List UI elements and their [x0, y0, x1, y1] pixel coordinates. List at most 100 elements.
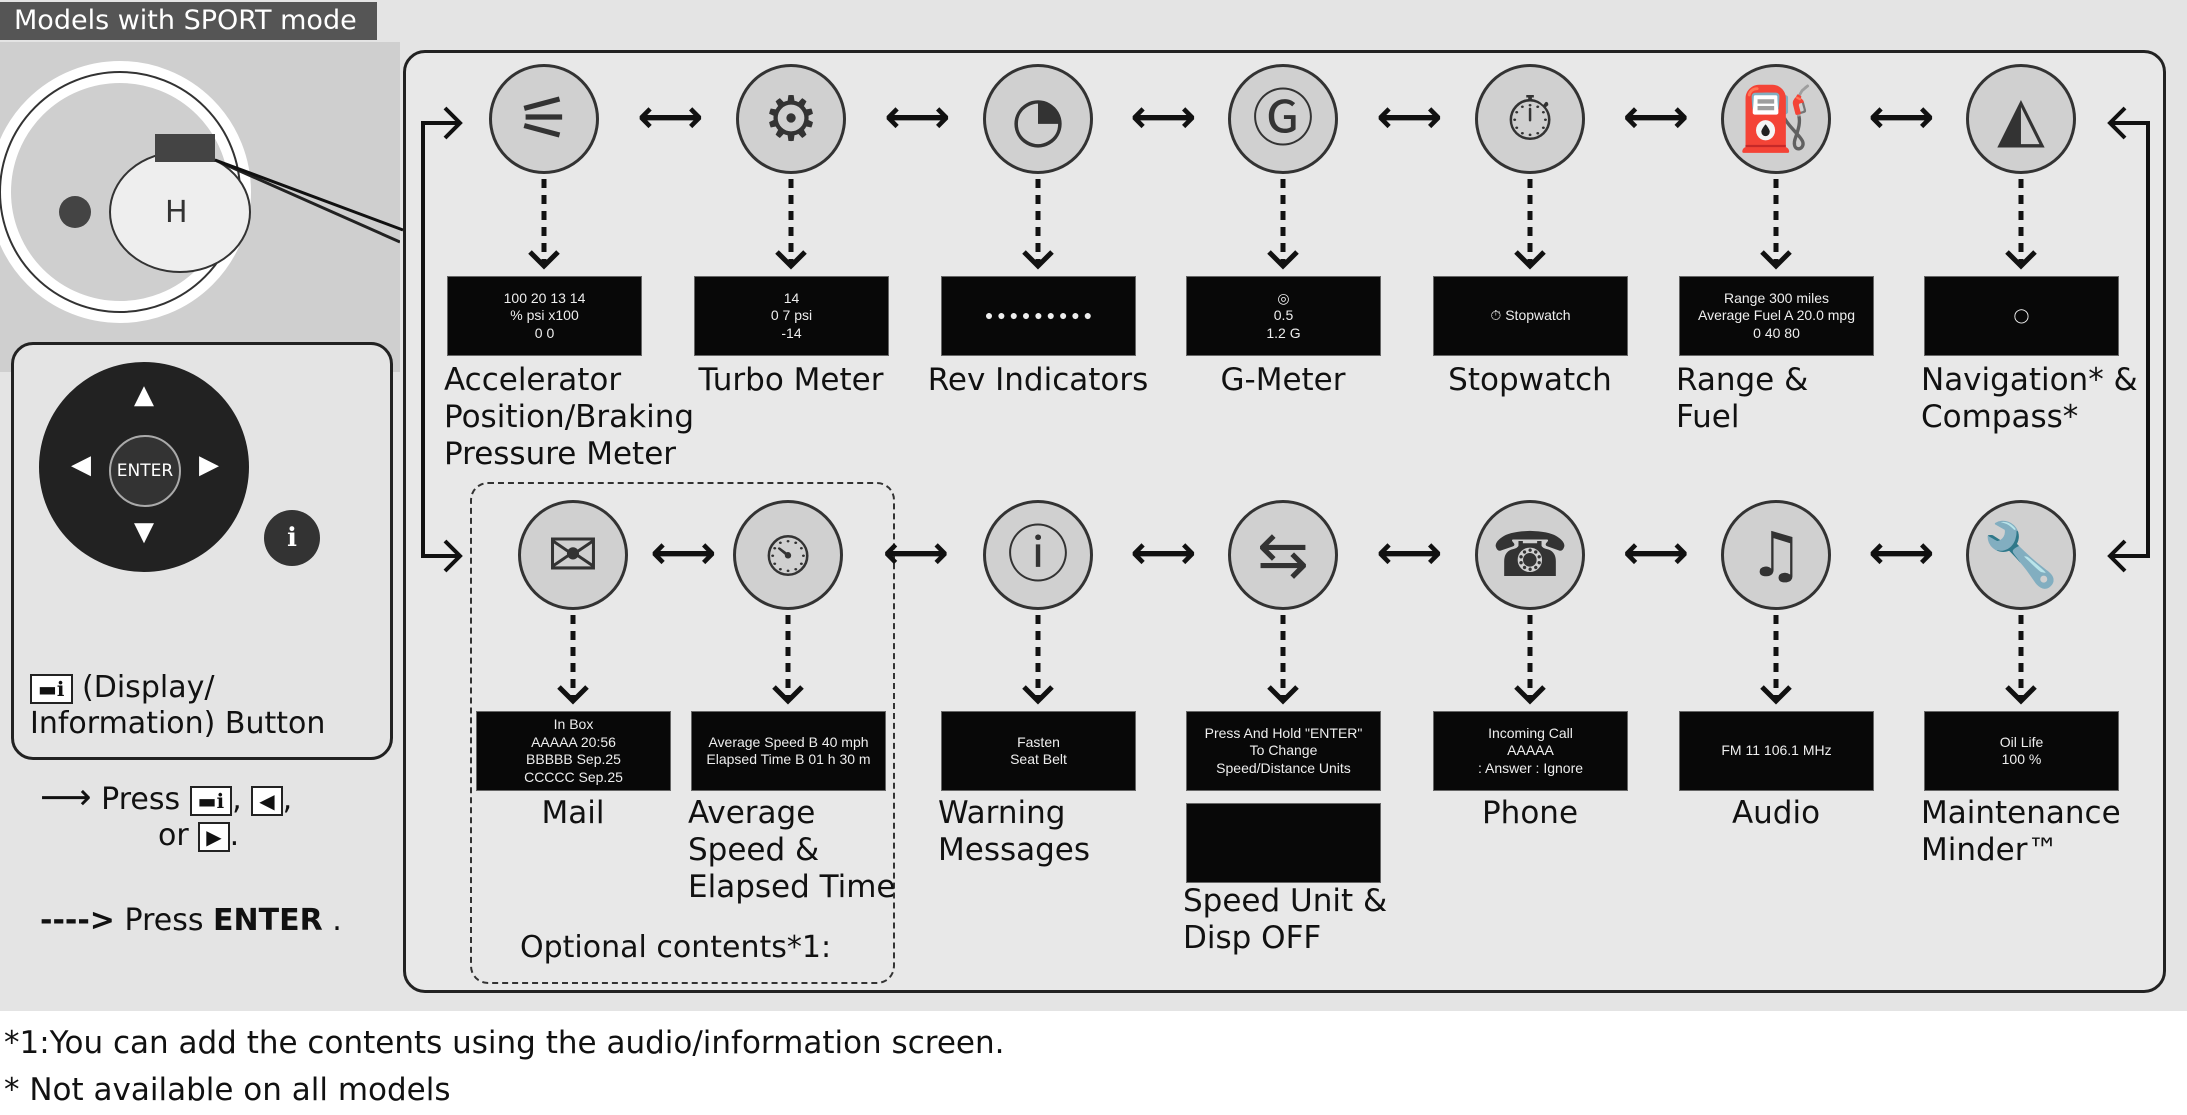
bidirectional-arrow-icon: ⟷: [883, 525, 949, 579]
screen-text: ⏱ Stopwatch: [1490, 307, 1571, 324]
screen-text: AAAAA 20:56: [531, 733, 616, 750]
display-info-key-icon: ▬ℹ: [189, 785, 233, 816]
screen-text: Elapsed Time B 01 h 30 m: [706, 751, 871, 767]
down-button[interactable]: ▼: [134, 517, 154, 547]
screen-text: 14: [783, 289, 800, 306]
screen-text: -14: [781, 324, 802, 341]
bidirectional-arrow-icon: ⟷: [650, 525, 717, 579]
svg-text:H: H: [165, 195, 188, 230]
item-label: Rev Indicators: [927, 362, 1149, 398]
item-label: Warning Messages: [938, 795, 1091, 868]
fuel-icon: ⛽: [1721, 64, 1831, 174]
item-label: Range & Fuel: [1676, 362, 1809, 435]
screen-text: To Change: [1249, 742, 1318, 759]
steering-wheel-illustration: H: [0, 42, 400, 372]
bidirectional-arrow-icon: ⟷: [1376, 89, 1443, 143]
enter-button[interactable]: ENTER: [109, 435, 181, 507]
screen-text: : Answer : Ignore: [1477, 759, 1584, 776]
screen-text: FM 11 106.1 MHz: [1721, 742, 1832, 759]
button-caption: ▬ℹ (Display/ Information) Button: [30, 670, 325, 742]
screen-text: Incoming Call: [1488, 724, 1573, 741]
dashed-down-arrow-icon: [1263, 615, 1303, 705]
phone-icon: ☎: [1475, 500, 1585, 610]
dashed-down-arrow-icon: [2001, 615, 2041, 705]
dashed-down-arrow-icon: [553, 615, 593, 705]
stopwatch-icon: ⏱: [1475, 64, 1585, 174]
dashed-down-arrow-icon: [768, 615, 808, 705]
right-button[interactable]: ▶: [199, 450, 219, 480]
screen-text: Oil Life: [1999, 733, 2044, 750]
screen-preview: FM 11 106.1 MHz: [1679, 711, 1874, 791]
screen-text: Press And Hold "ENTER": [1204, 724, 1363, 741]
footnote-1: *1:You can add the contents using the au…: [4, 1025, 1005, 1061]
optional-contents-box: [470, 482, 895, 984]
music-icon: ♫: [1721, 500, 1831, 610]
item-label: Maintenance Minder™: [1921, 795, 2121, 868]
item-label: Navigation* & Compass*: [1921, 362, 2138, 435]
dashed-down-arrow-icon: [1756, 179, 1796, 270]
dashed-down-arrow-icon: [1756, 615, 1796, 705]
dashed-down-arrow-icon: [771, 179, 811, 270]
bidirectional-arrow-icon: ⟷: [1130, 525, 1197, 579]
dashed-down-arrow-icon: [1018, 615, 1058, 705]
item-label: Mail: [541, 795, 605, 831]
bidirectional-arrow-icon: ⟷: [1623, 525, 1689, 579]
solid-arrow-icon: ⟶: [40, 777, 92, 818]
screen-preview: ⏱ Stopwatch: [1433, 276, 1628, 356]
screen-text: 0.5: [1273, 307, 1294, 324]
item-label: G-Meter: [1220, 362, 1346, 398]
display-info-button[interactable]: ℹ: [264, 510, 320, 566]
legend-press-text: Press: [101, 782, 181, 817]
screen-text: ● ● ● ● ● ● ● ● ●: [984, 307, 1093, 324]
legend-sep: ,: [232, 782, 242, 817]
legend-sep: ,: [282, 782, 293, 817]
bidirectional-arrow-icon: ⟷: [1868, 525, 1935, 579]
up-button[interactable]: ▲: [134, 380, 154, 410]
dashed-down-arrow-icon: [1018, 179, 1058, 270]
screen-text: In Box: [553, 716, 594, 732]
item-label: Audio: [1731, 795, 1821, 831]
item-label: Turbo Meter: [698, 362, 884, 398]
screen-text: ◯: [2013, 307, 2030, 324]
legend-end: .: [229, 818, 240, 853]
dashed-down-arrow-icon: [524, 179, 564, 270]
item-label: Average Speed & Elapsed Time: [688, 795, 896, 905]
display-info-key-icon: ▬ℹ: [30, 673, 73, 704]
rev-icon: ◔: [983, 64, 1093, 174]
dashed-down-arrow-icon: [1510, 615, 1550, 705]
item-label: Speed Unit & Disp OFF: [1183, 883, 1388, 956]
dashed-down-arrow-icon: [2001, 179, 2041, 270]
screen-text: AAAAA: [1507, 742, 1554, 759]
screen-text: 100 %: [2001, 751, 2042, 767]
legend-enter: ENTER: [213, 903, 323, 938]
disp-off-screen: [1186, 803, 1381, 883]
legend-press-enter: ----> Press ENTER .: [40, 903, 342, 938]
steering-controls-inset: ▲ ▼ ◀ ▶ ENTER ℹ: [11, 342, 393, 760]
mail-icon: ✉: [518, 500, 628, 610]
screen-text: 1.2 G: [1266, 324, 1301, 341]
screen-text: Speed/Distance Units: [1216, 759, 1351, 776]
compass-icon: ◭: [1966, 64, 2076, 174]
left-button[interactable]: ◀: [71, 450, 91, 480]
item-label: Phone: [1481, 795, 1579, 831]
button-caption-text: (Display/ Information) Button: [30, 670, 326, 741]
item-label: Accelerator Position/Braking Pressure Me…: [444, 362, 695, 472]
wrench-icon: 🔧: [1966, 500, 2076, 610]
screen-text: Fasten: [1017, 733, 1060, 750]
screen-text: BBBBB Sep.25: [526, 751, 621, 767]
bidirectional-arrow-icon: ⟷: [1868, 89, 1935, 143]
left-key-icon: ◀: [251, 785, 283, 816]
dashed-arrow-icon: ---->: [40, 903, 115, 938]
item-label: Stopwatch: [1448, 362, 1612, 398]
screen-text: % psi x100: [510, 307, 579, 324]
speed-unit-icon: ⇆: [1228, 500, 1338, 610]
g-meter-icon: Ⓖ: [1228, 64, 1338, 174]
